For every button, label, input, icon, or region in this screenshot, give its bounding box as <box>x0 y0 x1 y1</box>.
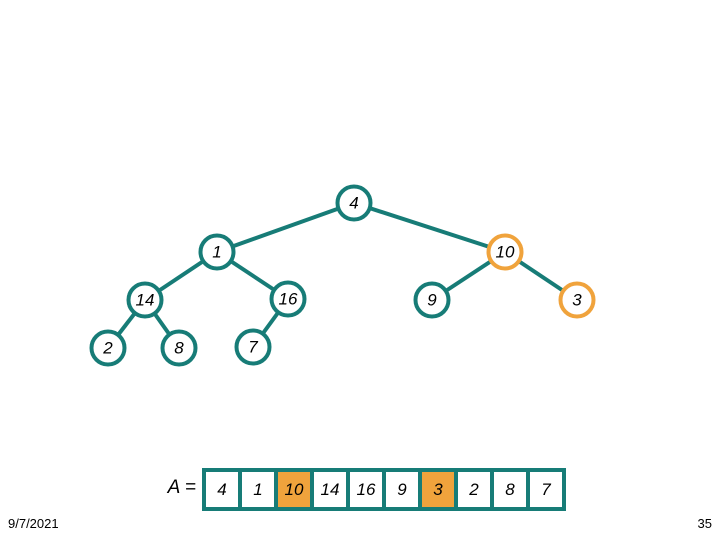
tree-node-circle <box>486 233 524 271</box>
tree-node-value: 9 <box>427 291 437 310</box>
tree-node-9: 9 <box>413 281 451 319</box>
tree-node-value: 16 <box>279 290 298 309</box>
tree-node-value: 14 <box>136 291 155 310</box>
slide-date: 9/7/2021 <box>8 516 59 531</box>
tree-node-circle <box>335 184 373 222</box>
tree-node-value: 8 <box>174 339 184 358</box>
tree-node-value: 4 <box>349 194 358 213</box>
tree-node-10: 10 <box>486 233 524 271</box>
array-cell: 1 <box>242 472 274 507</box>
tree-node-7: 7 <box>234 328 272 366</box>
tree-node-4: 4 <box>335 184 373 222</box>
array-cell-highlighted: 3 <box>422 472 454 507</box>
array-cell: 14 <box>314 472 346 507</box>
array-cell: 8 <box>494 472 526 507</box>
tree-node-circle <box>160 329 198 367</box>
slide-page-number: 35 <box>697 516 712 531</box>
array-cell: 16 <box>350 472 382 507</box>
tree-node-circle <box>269 280 307 318</box>
tree-edge <box>353 201 506 254</box>
array-cell: 7 <box>530 472 562 507</box>
tree-node-circle <box>126 281 164 319</box>
tree-node-value: 7 <box>248 338 258 357</box>
tree-node-value: 3 <box>572 291 582 310</box>
tree-node-1: 1 <box>198 233 236 271</box>
tree-node-circle <box>234 328 272 366</box>
array-cell-highlighted: 10 <box>278 472 310 507</box>
tree-node-value: 1 <box>212 243 221 262</box>
tree-node-circle <box>558 281 596 319</box>
tree-node-8: 8 <box>160 329 198 367</box>
array-cell: 4 <box>206 472 238 507</box>
tree-node-value: 10 <box>496 243 515 262</box>
tree-node-3: 3 <box>558 281 596 319</box>
tree-edge <box>216 201 355 254</box>
array-cell: 2 <box>458 472 490 507</box>
tree-node-value: 2 <box>102 339 113 358</box>
tree-node-circle <box>89 329 127 367</box>
tree-node-circle <box>413 281 451 319</box>
tree-node-14: 14 <box>126 281 164 319</box>
array-cell: 9 <box>386 472 418 507</box>
tree-node-16: 16 <box>269 280 307 318</box>
tree-node-2: 2 <box>89 329 127 367</box>
array-label: A = <box>167 477 196 498</box>
tree-node-circle <box>198 233 236 271</box>
